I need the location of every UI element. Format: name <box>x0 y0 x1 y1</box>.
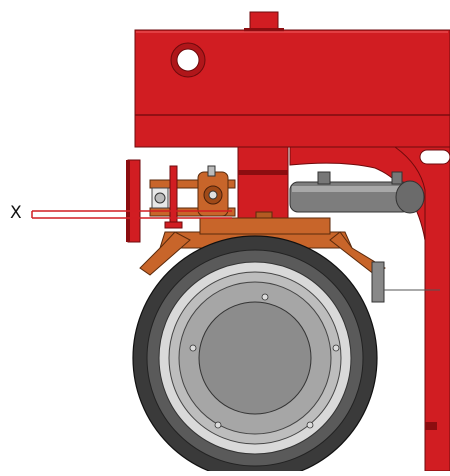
callout-label-x: X <box>10 203 22 223</box>
callout-x-leader <box>31 210 232 219</box>
king-pin-shaft <box>237 146 289 223</box>
left-side-plate <box>126 159 141 243</box>
hydraulic-cylinder <box>289 171 425 214</box>
steering-linkage <box>149 165 236 229</box>
red-frame <box>134 11 450 472</box>
wheel <box>132 235 378 476</box>
